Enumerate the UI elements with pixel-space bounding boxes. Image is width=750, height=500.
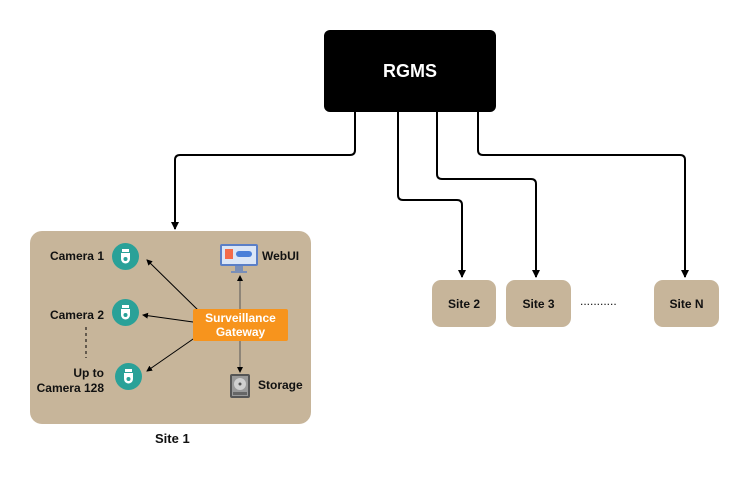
arrow-gateway-camera2 (142, 312, 194, 323)
camera2-label: Camera 2 (49, 308, 104, 322)
siten-label: Site N (669, 296, 704, 311)
camera2-icon (112, 299, 139, 326)
site3-label: Site 3 (522, 296, 555, 311)
gateway-label-line2: Gateway (215, 325, 266, 339)
camera1-label: Camera 1 (49, 249, 104, 263)
camera128-label-line2: Camera 128 (36, 381, 104, 395)
connector-rgms-site2 (397, 112, 466, 278)
camera128-label-line1: Up to (73, 366, 104, 380)
siten-box: Site N (654, 280, 719, 327)
connector-rgms-siten (477, 112, 689, 278)
site3-box: Site 3 (506, 280, 571, 327)
site2-label: Site 2 (447, 296, 480, 311)
gateway-label-line1: Surveillance (205, 311, 276, 325)
site1-label: Site 1 (155, 431, 190, 446)
camera128-label: Up to Camera 128 (30, 366, 104, 396)
arrow-gateway-camera128 (146, 336, 197, 372)
storage-icon (229, 373, 251, 404)
arrow-gateway-camera1 (146, 259, 201, 313)
camera128-icon (115, 363, 142, 390)
storage-label: Storage (258, 378, 303, 392)
webui-label: WebUI (262, 249, 300, 263)
rgms-label: RGMS (383, 60, 437, 81)
rgms-box: RGMS (324, 30, 496, 112)
surveillance-gateway: Surveillance Gateway (193, 309, 288, 341)
camera1-icon (112, 243, 139, 270)
connector-rgms-site3 (436, 112, 540, 278)
site-ellipsis: ........... (580, 294, 617, 308)
webui-icon (219, 243, 259, 280)
site2-box: Site 2 (432, 280, 496, 327)
connector-rgms-site1 (171, 112, 356, 230)
